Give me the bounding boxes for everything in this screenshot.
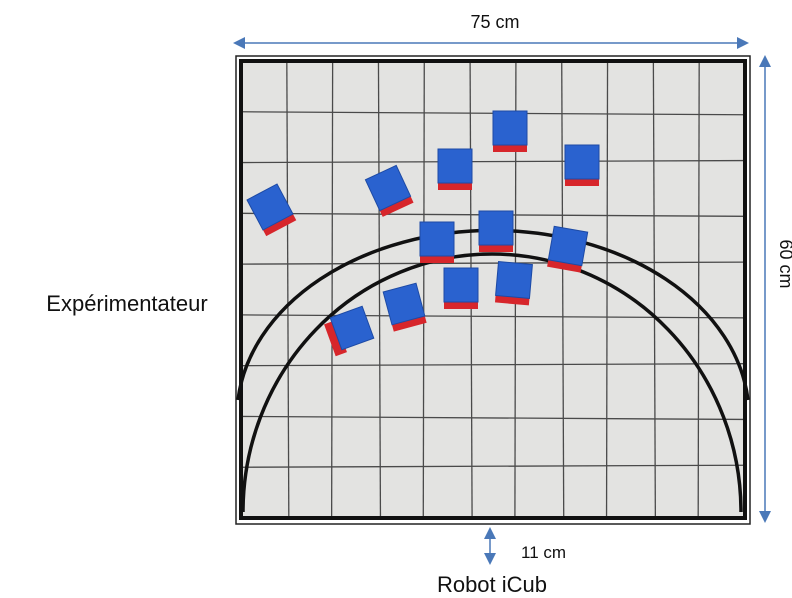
cube-top-face: [495, 261, 533, 299]
grid-line-vertical: [652, 60, 657, 519]
grid-line-vertical: [330, 60, 334, 519]
cube-top-face: [419, 221, 455, 257]
cube-side-face: [420, 252, 454, 263]
grid-line-horizontal: [240, 314, 746, 319]
inner-boundary-arc: [241, 252, 743, 513]
width-label: 75 cm: [470, 12, 519, 32]
cube: [547, 225, 589, 273]
cube: [492, 110, 528, 152]
grid-line-vertical: [286, 60, 290, 519]
grid-line-vertical: [605, 60, 609, 519]
robot-label: Robot iCub: [437, 572, 547, 597]
grid-line-horizontal: [240, 261, 746, 265]
grid-line-vertical: [377, 60, 382, 519]
cube: [419, 221, 455, 263]
width-dimension: 75 cm: [233, 12, 749, 49]
cube-top-face: [564, 144, 600, 180]
cube-side-face: [479, 241, 513, 252]
grid-line-vertical: [422, 60, 425, 519]
grid-line-horizontal: [240, 415, 746, 421]
gap-label: 11 cm: [521, 543, 566, 562]
cubes-group: [246, 110, 600, 357]
cube-side-face: [565, 175, 599, 186]
cube: [564, 144, 600, 186]
cube-side-face: [444, 298, 478, 309]
cube-top-face: [382, 282, 426, 326]
cube: [246, 183, 297, 237]
cube-top-face: [443, 267, 479, 303]
cube: [494, 261, 533, 306]
cube-top-face: [329, 305, 375, 351]
grid-line-horizontal: [240, 159, 746, 164]
height-dimension: 60 cm: [759, 55, 792, 523]
cube-top-face: [492, 110, 528, 146]
experimenter-label: Expérimentateur: [46, 291, 207, 316]
grid-line-horizontal: [240, 363, 746, 367]
cube-top-face: [437, 148, 473, 184]
cube-top-face: [478, 210, 514, 246]
gap-dimension: 11 cm: [484, 527, 566, 565]
grid-line-vertical: [561, 60, 565, 519]
grid-line-horizontal: [240, 464, 746, 468]
cube-top-face: [246, 183, 294, 231]
cube: [364, 164, 414, 217]
cube: [382, 282, 427, 332]
cube-side-face: [438, 179, 472, 190]
cube-top-face: [364, 164, 412, 212]
cube-top-face: [547, 225, 589, 267]
grid-line-vertical: [697, 60, 700, 519]
cube-side-face: [493, 141, 527, 152]
cube: [478, 210, 514, 252]
cube: [324, 305, 375, 357]
cube: [437, 148, 473, 190]
board-inner-frame: [239, 59, 747, 520]
cube: [443, 267, 479, 309]
height-label: 60 cm: [776, 239, 792, 288]
